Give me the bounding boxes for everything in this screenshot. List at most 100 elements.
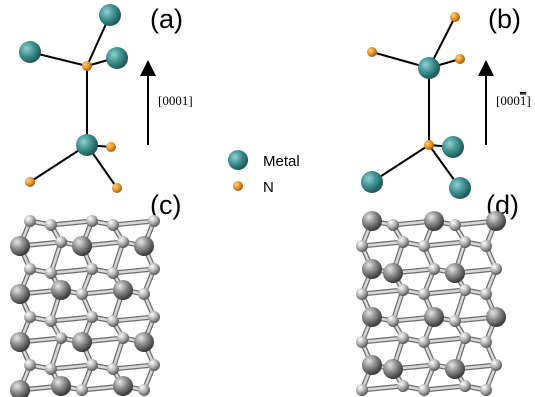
metal-atom [10,236,30,256]
nitrogen-atom [112,183,122,193]
metal-atom [486,211,506,231]
metal-atom [106,47,128,69]
panel-b-structure [361,12,471,199]
legend-metal-swatch [228,150,248,170]
nitrogen-atom [449,315,461,327]
panel-label-b: (b) [488,4,521,34]
metal-atom [362,211,382,231]
metal-atom [134,236,154,256]
panel-label-c: (c) [150,190,181,220]
panel-b-bonds [371,16,461,189]
nitrogen-atom [480,288,492,300]
metal-atom [445,263,465,283]
metal-atom [383,263,403,283]
metal-atom [442,136,464,158]
nitrogen-atom [76,384,88,396]
nitrogen-atom [397,380,409,392]
lattice-d [356,211,506,396]
nitrogen-atom [480,336,492,348]
nitrogen-atom [117,236,129,248]
nitrogen-atom [107,267,119,279]
metal-atom [113,280,133,300]
nitrogen-atom [117,332,129,344]
metal-atom [445,359,465,379]
nitrogen-atom [55,332,67,344]
nitrogen-atom [397,236,409,248]
nitrogen-atom [356,288,368,300]
nitrogen-atom [387,219,399,231]
nitrogen-atom [490,263,502,275]
metal-atom [449,177,471,199]
metal-atom [418,57,440,79]
nitrogen-atom [138,384,150,396]
legend-metal-label: Metal [263,153,300,170]
nitrogen-atom [24,359,36,371]
metal-atom [72,332,92,352]
metal-atom [361,171,383,193]
nitrogen-atom [76,288,88,300]
nitrogen-atom [86,263,98,275]
lattice-c [10,215,160,397]
nitrogen-atom [45,267,57,279]
nitrogen-atom [418,288,430,300]
nitrogen-atom [86,359,98,371]
nitrogen-atom [107,363,119,375]
metal-atom [99,4,121,26]
metal-atom [10,380,30,397]
nitrogen-atom [490,359,502,371]
metal-atom [72,236,92,256]
metal-atom [424,307,444,327]
nitrogen-atom [418,240,430,252]
nitrogen-atom [450,12,460,22]
nitrogen-atom [397,284,409,296]
nitrogen-atom [138,288,150,300]
nitrogen-atom [45,219,57,231]
legend-n-swatch [233,181,243,191]
nitrogen-atom [424,140,434,150]
nitrogen-atom [459,332,471,344]
nitrogen-atom [449,219,461,231]
nitrogen-atom [459,380,471,392]
metal-atom [113,376,133,396]
nitrogen-atom [107,219,119,231]
nitrogen-atom [148,359,160,371]
metal-atom [10,284,30,304]
panel-a-structure [19,4,128,193]
direction-label-b: [0001] [496,93,531,108]
nitrogen-atom [459,236,471,248]
nitrogen-atom [55,236,67,248]
nitrogen-atom [25,177,35,187]
direction-label-a: [0001] [158,93,193,108]
nitrogen-atom [356,240,368,252]
nitrogen-atom [428,359,440,371]
metal-atom [362,259,382,279]
panel-label-a: (a) [150,4,183,34]
metal-atom [424,211,444,231]
nitrogen-atom [148,263,160,275]
nitrogen-atom [148,215,160,227]
legend-n-label: N [263,179,274,196]
metal-atom [362,355,382,375]
nitrogen-atom [24,263,36,275]
nitrogen-atom [387,315,399,327]
metal-atom [51,376,71,396]
metal-atom [486,307,506,327]
metal-atom [19,41,41,63]
nitrogen-atom [455,54,465,64]
nitrogen-atom [397,332,409,344]
legend: Metal N [228,150,300,196]
nitrogen-atom [24,311,36,323]
metal-atom [362,307,382,327]
nitrogen-atom [480,240,492,252]
nitrogen-atom [107,315,119,327]
metal-atom [383,359,403,379]
nitrogen-atom [418,336,430,348]
nitrogen-atom [459,284,471,296]
metal-atom [134,332,154,352]
nitrogen-atom [148,311,160,323]
nitrogen-atom [82,61,92,71]
nitrogen-atom [24,215,36,227]
nitrogen-atom [356,336,368,348]
panel-a-bonds [29,14,118,189]
